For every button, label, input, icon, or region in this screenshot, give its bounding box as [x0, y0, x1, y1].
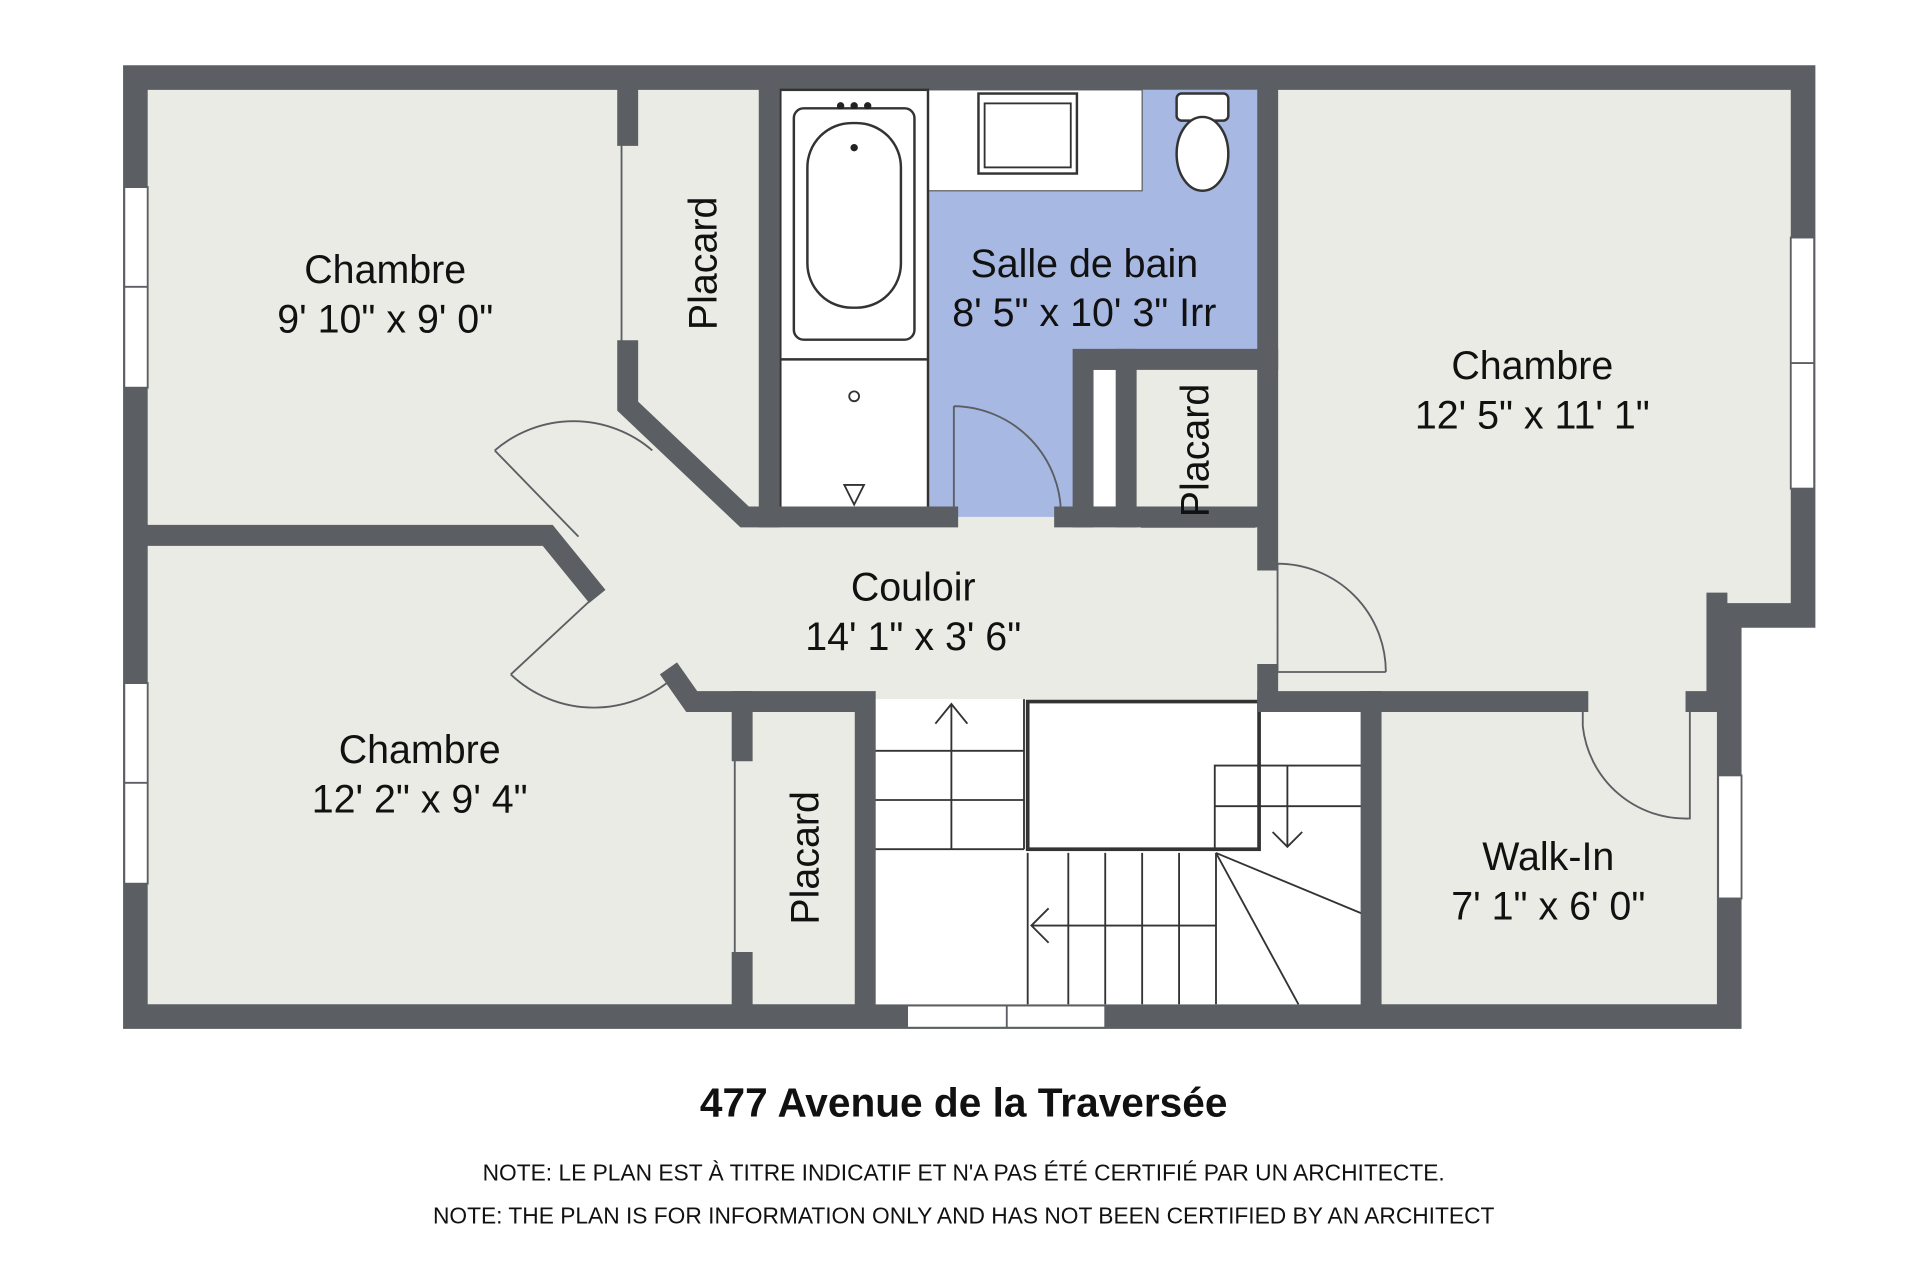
note-english: NOTE: THE PLAN IS FOR INFORMATION ONLY A…: [433, 1202, 1495, 1228]
room-name: Chambre: [1451, 344, 1613, 388]
bathroom-floor: [928, 89, 1258, 517]
note-french: NOTE: LE PLAN EST À TITRE INDICATIF ET N…: [483, 1159, 1445, 1185]
sink-icon: [977, 92, 1079, 175]
room-name: Salle de bain: [970, 242, 1198, 286]
room-name: Walk-In: [1482, 835, 1614, 879]
room-name: Chambre: [339, 728, 501, 772]
interior-walls: [137, 79, 1728, 1015]
room-size: 8' 5" x 10' 3" Irr: [952, 291, 1216, 335]
room-size: 14' 1" x 3' 6": [805, 615, 1021, 659]
room-name: Couloir: [851, 566, 976, 610]
closet-label: Placard: [783, 791, 827, 925]
room-size: 12' 2" x 9' 4": [312, 777, 528, 821]
room-size: 12' 5" x 11' 1": [1415, 393, 1650, 437]
shower-icon: [842, 484, 866, 507]
address-title: 477 Avenue de la Traversée: [700, 1079, 1228, 1125]
staircase: [875, 699, 1362, 1005]
bathtub-icon: [792, 107, 916, 341]
doors: [494, 137, 1691, 960]
stair-lines: [875, 699, 1362, 1005]
toilet-icon: [1175, 115, 1230, 193]
closet-label: Placard: [681, 197, 725, 331]
room-name: Chambre: [304, 248, 466, 292]
windows: [123, 186, 1816, 1029]
room-size: 9' 10" x 9' 0": [277, 297, 493, 341]
closet-label: Placard: [1174, 384, 1218, 518]
room-size: 7' 1" x 6' 0": [1451, 884, 1645, 928]
